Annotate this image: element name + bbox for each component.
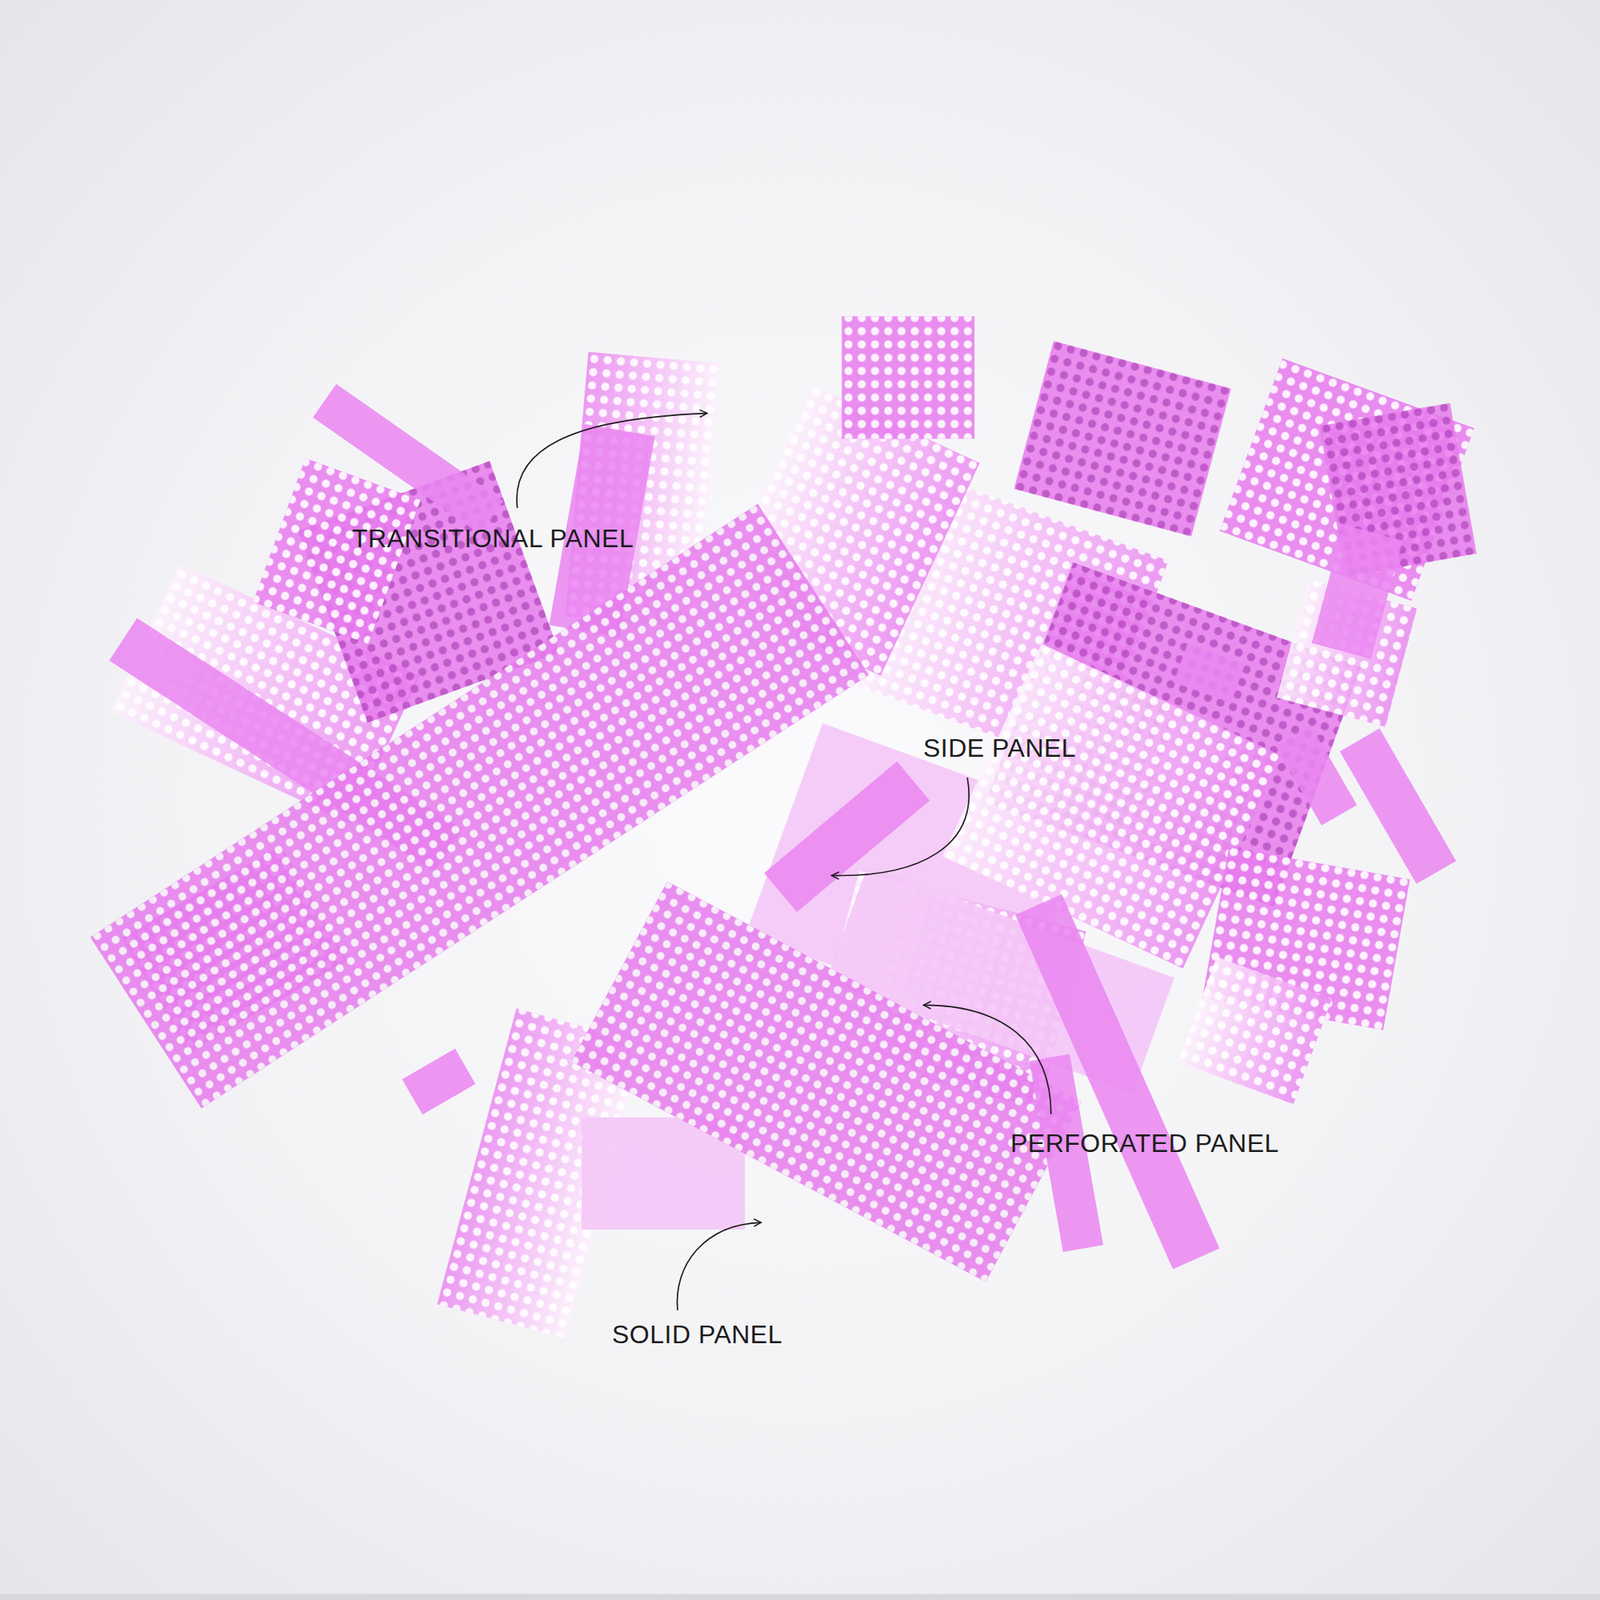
perforation — [1013, 340, 1231, 536]
panel-body — [1340, 728, 1456, 884]
panel — [312, 384, 504, 535]
panel — [571, 881, 1082, 1283]
panel-body — [571, 881, 1082, 1283]
panel-body — [1276, 725, 1358, 826]
panel — [1178, 956, 1332, 1104]
panel — [1173, 644, 1245, 704]
panel-stack — [90, 316, 1477, 1339]
panel — [1312, 524, 1404, 660]
panel — [841, 316, 975, 439]
panel-label: SIDE PANEL — [923, 733, 1076, 763]
panel-label: SOLID PANEL — [612, 1320, 783, 1349]
panel-body — [764, 761, 930, 912]
panel — [571, 881, 1082, 1283]
panel-body — [1013, 340, 1231, 536]
panel — [402, 1048, 476, 1115]
perforation — [1178, 956, 1332, 1104]
panel — [1276, 725, 1358, 826]
leader-line — [676, 1222, 761, 1311]
panel-body — [841, 316, 975, 439]
panel-body — [571, 881, 1082, 1283]
perforation — [841, 316, 975, 439]
panel-body — [1015, 894, 1220, 1270]
perforation — [571, 881, 1082, 1283]
panel-body — [1173, 644, 1245, 704]
panel — [1015, 894, 1220, 1270]
panel — [1013, 340, 1231, 536]
panel-label: PERFORATED PANEL — [1010, 1128, 1280, 1158]
bottom-rule — [0, 1593, 1600, 1600]
panel-body — [1178, 956, 1332, 1104]
panel — [1340, 728, 1456, 884]
leader-line — [923, 1004, 1051, 1114]
panel-body — [312, 384, 504, 535]
leader-line — [832, 777, 970, 876]
panel-body — [1312, 524, 1404, 660]
leader-line — [516, 413, 708, 509]
panel — [764, 761, 930, 912]
perforation — [571, 881, 1082, 1283]
panel-label: TRANSITIONAL PANEL — [352, 524, 634, 553]
panel-body — [402, 1048, 476, 1115]
